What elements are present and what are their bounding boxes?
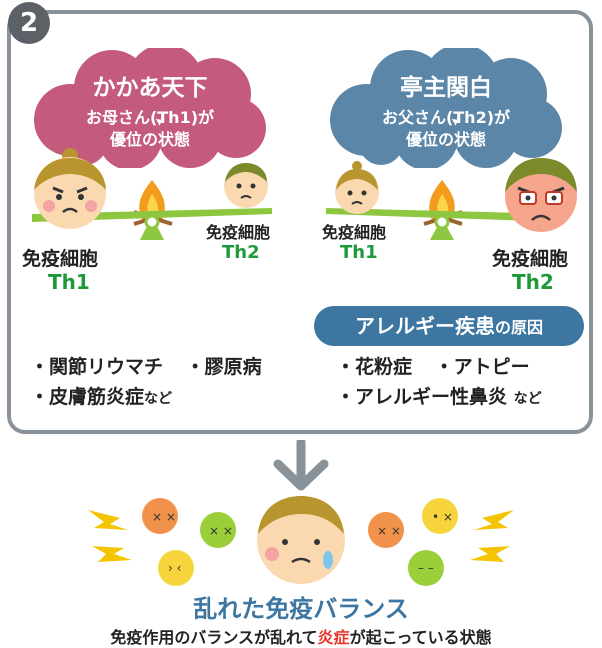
right-disease-list: ・花粉症 ・アトピー ・アレルギー性鼻炎 など [336, 352, 542, 414]
right-cloud-title: 亭主関白 [400, 75, 492, 101]
subtitle-highlight: 炎症 [317, 628, 350, 647]
father-face-small-icon [224, 163, 268, 208]
right-cell-big-type: Th2 [512, 270, 554, 294]
left-cell-big-label: 免疫細胞 [22, 248, 99, 270]
pill-suffix: の原因 [494, 318, 543, 337]
right-cloud [330, 48, 562, 168]
left-cloud-subtitle-2: 優位の状態 [109, 130, 190, 149]
right-cell-big-label: 免疫細胞 [492, 248, 569, 270]
left-cell-small-label: 免疫細胞 [206, 223, 271, 242]
lightning-icon [88, 510, 132, 562]
right-cell-small-label: 免疫細胞 [322, 223, 387, 242]
left-cloud-title: かかあ天下 [92, 75, 208, 101]
imbalance-subtitle: 免疫作用のバランスが乱れて炎症が起こっている状態 [0, 624, 602, 648]
left-cloud [34, 48, 266, 168]
right-disease-etc: など [513, 391, 542, 407]
left-cloud-subtitle: お母さん(Th1)が [85, 108, 215, 127]
right-disease-item: ・アトピー [434, 356, 530, 378]
allergy-cause-pill: アレルギー疾患の原因 [314, 306, 584, 346]
mother-face-icon [34, 148, 106, 229]
left-disease-etc: など [144, 391, 173, 407]
down-arrow-icon [273, 440, 329, 491]
left-disease-item: ・関節リウマチ [30, 356, 164, 378]
right-cell-small-type: Th1 [340, 242, 378, 263]
svg-text:– –: – – [418, 561, 434, 575]
mother-face-small-icon [335, 161, 379, 214]
imbalance-title: 乱れた免疫バランス [193, 595, 409, 623]
left-disease-item: ・膠原病 [185, 356, 262, 378]
svg-text:× ×: × × [209, 524, 233, 538]
subtitle-before: 免疫作用のバランスが乱れて [110, 628, 318, 647]
svg-text:› ‹: › ‹ [168, 561, 181, 575]
right-seesaw [326, 180, 566, 240]
svg-text:• ×: • × [432, 510, 453, 524]
subtitle-after: が起こっている状態 [349, 628, 492, 647]
left-cell-big-type: Th1 [48, 270, 90, 294]
pill-main: アレルギー疾患 [354, 314, 495, 338]
left-disease-item: ・皮膚筋炎症 [30, 386, 145, 408]
left-cell-small-type: Th2 [222, 242, 260, 263]
right-cloud-subtitle-2: 優位の状態 [405, 130, 486, 149]
svg-text:× ×: × × [152, 510, 176, 524]
right-disease-item: ・アレルギー性鼻炎 [336, 386, 508, 408]
left-disease-list: ・関節リウマチ ・膠原病 ・皮膚筋炎症など [30, 352, 262, 414]
right-cloud-subtitle: お父さん(Th2)が [381, 108, 511, 127]
step-badge: 2 [8, 2, 50, 44]
svg-text:× ×: × × [377, 524, 401, 538]
father-face-icon [505, 158, 577, 232]
right-disease-item: ・花粉症 [336, 356, 413, 378]
lightning-icon [470, 510, 514, 562]
imbalance-illustration: × × × × › ‹ × × • × – – [88, 496, 514, 586]
